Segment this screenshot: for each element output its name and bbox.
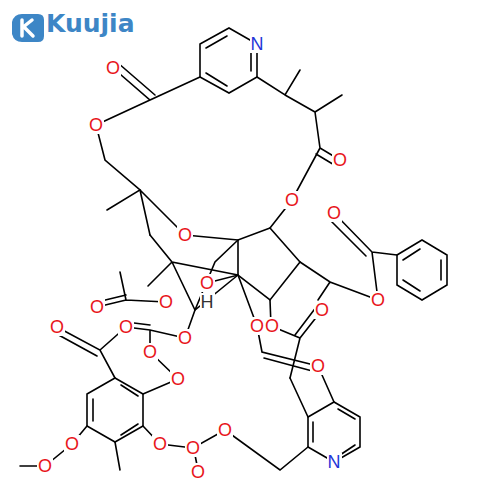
- atom-label: O: [158, 293, 174, 311]
- atom-label: O: [88, 116, 104, 134]
- atom-label: O: [64, 435, 80, 453]
- atom-label: O: [89, 298, 105, 316]
- atom-label: O: [310, 357, 326, 375]
- atom-label: O: [199, 274, 215, 292]
- atom-label: O: [284, 191, 300, 209]
- atom-label: O: [190, 463, 206, 481]
- logo-icon: [12, 14, 44, 42]
- atom-label: O: [217, 421, 233, 439]
- atom-label: O: [49, 318, 65, 336]
- atom-label: O: [37, 457, 53, 475]
- atom-label: O: [314, 301, 330, 319]
- atom-label: O: [118, 318, 134, 336]
- atom-label: O: [152, 435, 168, 453]
- atom-label: H: [200, 293, 215, 311]
- atom-label: O: [105, 59, 121, 77]
- atom-label: O: [326, 204, 342, 222]
- atom-label: O: [170, 370, 186, 388]
- atom-label: N: [327, 453, 342, 471]
- atom-label: O: [370, 291, 386, 309]
- atom-label: N: [250, 35, 265, 53]
- atom-label: O: [332, 151, 348, 169]
- atom-label: O: [264, 317, 280, 335]
- watermark: Kuujia: [46, 10, 135, 38]
- atom-label: O: [177, 226, 193, 244]
- atom-label: O: [249, 317, 265, 335]
- bonds: [20, 28, 447, 470]
- atom-label: O: [142, 343, 158, 361]
- atom-label: O: [177, 329, 193, 347]
- atom-label: O: [185, 439, 201, 457]
